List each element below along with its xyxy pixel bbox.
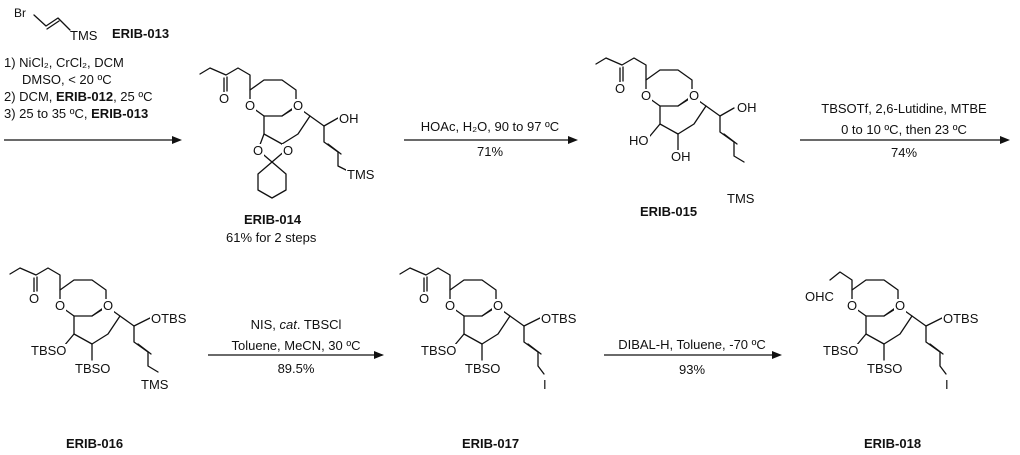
erib016-TBSO-lower: TBSO [74,361,112,376]
step2-conditions: HOAc, H₂O, 90 to 97 ºC 71% [404,118,576,160]
step3-conditions: TBSOTf, 2,6-Lutidine, MTBE 0 to 10 ºC, t… [800,100,1008,161]
erib015-ring-O2: O [688,88,701,103]
erib015-TMS: TMS [726,191,756,206]
erib-018-structure [829,271,947,375]
erib017-name: ERIB-017 [462,436,520,451]
erib018-ring-O: O [846,298,859,313]
reagent-label: ERIB-013 [112,26,170,41]
erib016-ester-O: O [28,291,41,306]
erib016-TMS: TMS [140,377,170,392]
step1-line4: 3) 25 to 35 ºC, ERIB-013 [4,106,149,121]
erib018-name: ERIB-018 [864,436,922,451]
erib017-ring-O: O [444,298,457,313]
erib016-OTBS: OTBS [150,311,188,326]
erib018-TBSO-left: TBSO [822,343,860,358]
erib014-ring-O2: O [292,98,305,113]
erib018-TBSO-lower: TBSO [866,361,904,376]
step4-conditions: NIS, cat. TBSCl Toluene, MeCN, 30 ºC 89.… [206,316,386,377]
step3-yield: 74% [890,145,918,160]
erib017-ester-O: O [418,291,431,306]
erib014-acetonide-O2: O [282,143,295,158]
erib016-name: ERIB-016 [66,436,124,451]
erib018-OHC: OHC [804,289,835,304]
reaction-arrow-1 [4,136,182,144]
step1-conditions: 1) NiCl₂, CrCl₂, DCM DMSO, < 20 ºC 2) DC… [4,54,153,122]
erib018-ring-O2: O [894,298,907,313]
erib014-name: ERIB-014 [244,212,302,227]
step1-line2: DMSO, < 20 ºC [22,72,112,87]
step2-line1: HOAc, H₂O, 90 to 97 ºC [420,119,560,134]
erib014-yield: 61% for 2 steps [226,230,317,245]
erib015-ring-O: O [640,88,653,103]
erib015-ester-O: O [614,81,627,96]
erib016-TBSO-left: TBSO [30,343,68,358]
erib017-TBSO-left: TBSO [420,343,458,358]
erib016-ring-O: O [54,298,67,313]
reagent-tms-atom: TMS [70,28,98,43]
step3-line1: TBSOTf, 2,6-Lutidine, MTBE [821,101,987,116]
erib018-OTBS: OTBS [942,311,980,326]
erib015-name: ERIB-015 [640,204,698,219]
erib-017-structure [399,267,545,375]
erib014-OH: OH [338,111,360,126]
step4-line1: NIS, cat. TBSCl [250,317,342,332]
erib-015-structure [595,57,745,163]
step1-line3: 2) DCM, ERIB-012, 25 ºC [4,89,153,104]
erib015-OH-side: OH [736,100,758,115]
erib014-TMS: TMS [346,167,376,182]
erib017-ring-O2: O [492,298,505,313]
step5-line1: DIBAL-H, Toluene, -70 ºC [618,337,766,352]
reaction-arrow-3 [800,136,1010,144]
erib014-acetonide-O1: O [252,143,265,158]
erib018-I: I [944,377,950,392]
step1-line1: 1) NiCl₂, CrCl₂, DCM [4,55,124,70]
erib016-ring-O2: O [102,298,115,313]
erib014-ring-O: O [244,98,257,113]
reagent-br-atom: Br [14,6,26,20]
erib017-I: I [542,377,548,392]
erib017-TBSO-lower: TBSO [464,361,502,376]
step5-conditions: DIBAL-H, Toluene, -70 ºC 93% [604,336,780,378]
erib-014-structure [199,67,355,199]
erib014-ester-O: O [218,91,231,106]
step4-yield: 89.5% [277,361,315,376]
reaction-arrow-5 [604,351,782,359]
step2-yield: 71% [476,144,504,159]
step5-yield: 93% [678,362,706,377]
reaction-arrow-4 [208,351,384,359]
erib017-OTBS: OTBS [540,311,578,326]
reagent-vinyl-bromide-structure [33,14,71,31]
step3-line2: 0 to 10 ºC, then 23 ºC [841,122,967,137]
step4-line2: Toluene, MeCN, 30 ºC [231,338,361,353]
erib015-HO-left: HO [628,133,650,148]
erib015-OH-lower: OH [670,149,692,164]
reaction-arrow-2 [404,136,578,144]
